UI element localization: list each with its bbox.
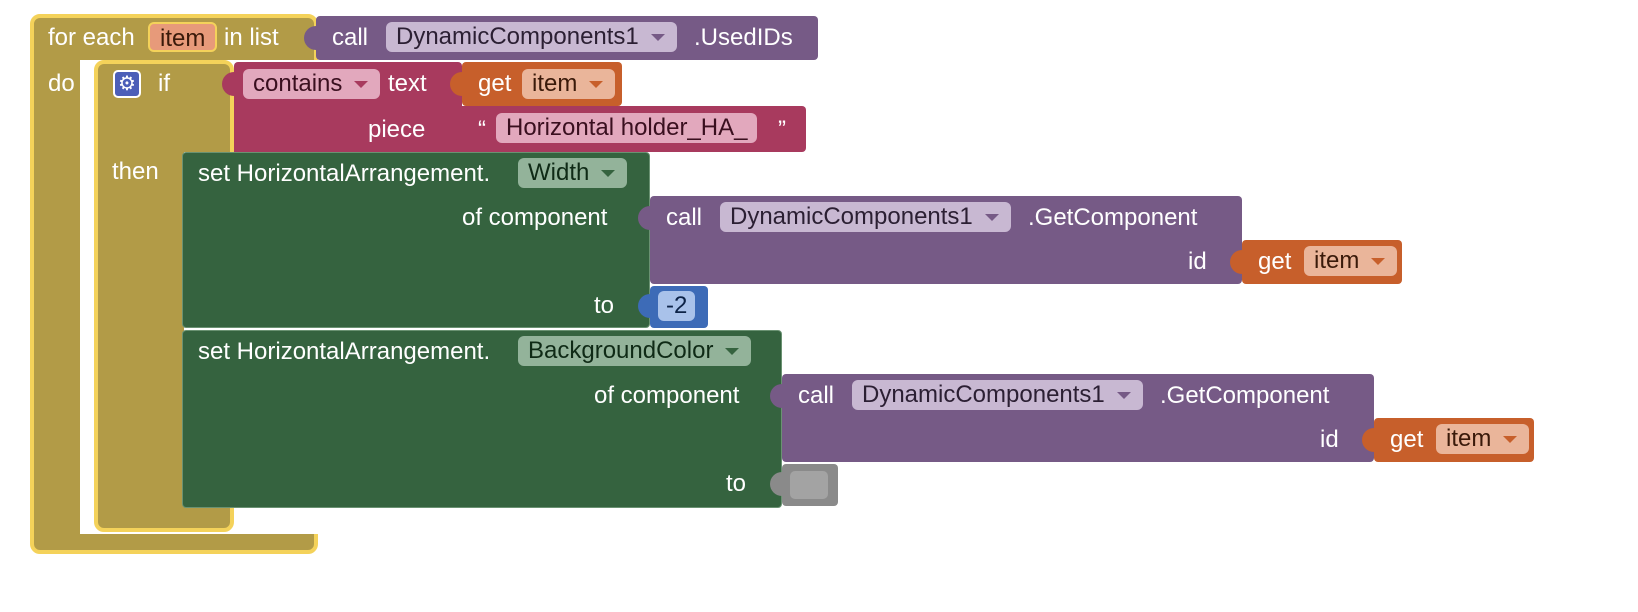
text-label: text xyxy=(388,70,427,97)
id-label-1: id xyxy=(1188,248,1207,275)
width-property-dropdown[interactable]: Width xyxy=(518,158,628,188)
for-each-variable-field[interactable]: item xyxy=(148,22,218,52)
close-quote: ” xyxy=(778,116,786,143)
chevron-down-icon xyxy=(725,348,740,355)
contains-mode-text: contains xyxy=(253,70,343,97)
piece-label: piece xyxy=(368,116,426,143)
get-item-id-connector-2 xyxy=(1362,428,1374,452)
chevron-down-icon xyxy=(650,34,665,41)
get-item-id-dropdown-2[interactable]: item xyxy=(1436,424,1530,454)
get-component-connector-2 xyxy=(770,384,782,408)
to-label-1: to xyxy=(594,292,615,319)
gear-icon[interactable]: ⚙ xyxy=(113,70,141,98)
get-label: get xyxy=(478,70,512,97)
get-item-id-text-1: item xyxy=(1314,247,1360,274)
get-item-id-text-2: item xyxy=(1446,425,1492,452)
contains-mode-dropdown[interactable]: contains xyxy=(243,69,381,99)
chevron-down-icon xyxy=(1371,258,1386,265)
call-label-1: call xyxy=(666,204,703,231)
component-dropdown-2[interactable]: DynamicComponents1 xyxy=(852,380,1143,410)
get-component-method-1: .GetComponent xyxy=(1028,204,1198,231)
number-connector xyxy=(638,294,650,318)
chevron-down-icon xyxy=(984,214,999,221)
of-component-label-2: of component xyxy=(594,382,740,409)
background-color-property-dropdown[interactable]: BackgroundColor xyxy=(518,336,752,366)
if-label: if xyxy=(158,70,170,97)
piece-text-field[interactable]: Horizontal holder_HA_ xyxy=(496,113,758,143)
get-item-connector xyxy=(450,72,462,96)
used-ids-call-label: call xyxy=(332,24,369,51)
open-quote: “ xyxy=(478,116,486,143)
empty-socket-connector xyxy=(770,472,782,496)
id-label-2: id xyxy=(1320,426,1339,453)
get-item-dropdown[interactable]: item xyxy=(522,69,616,99)
component-text-2: DynamicComponents1 xyxy=(862,381,1105,408)
in-list-label: in list xyxy=(224,24,279,51)
used-ids-component-dropdown[interactable]: DynamicComponents1 xyxy=(386,22,677,52)
for-each-label: for each xyxy=(48,24,135,51)
used-ids-component-text: DynamicComponents1 xyxy=(396,23,639,50)
set-width-label: set HorizontalArrangement. xyxy=(198,160,491,187)
component-dropdown-1[interactable]: DynamicComponents1 xyxy=(720,202,1011,232)
contains-connector xyxy=(222,72,234,96)
component-text-1: DynamicComponents1 xyxy=(730,203,973,230)
get-item-text: item xyxy=(532,70,578,97)
used-ids-method-label: .UsedIDs xyxy=(694,24,793,51)
used-ids-connector xyxy=(304,26,316,50)
do-label: do xyxy=(48,70,75,97)
background-color-property-text: BackgroundColor xyxy=(528,337,714,364)
chevron-down-icon xyxy=(1116,392,1131,399)
get-component-connector-1 xyxy=(638,206,650,230)
chevron-down-icon xyxy=(589,81,604,88)
empty-socket-field xyxy=(790,471,828,499)
width-property-text: Width xyxy=(528,159,590,186)
number-value-field[interactable]: -2 xyxy=(658,291,696,321)
get-label-id-2: get xyxy=(1390,426,1424,453)
get-component-method-2: .GetComponent xyxy=(1160,382,1330,409)
then-label: then xyxy=(112,158,159,185)
to-label-2: to xyxy=(726,470,747,497)
chevron-down-icon xyxy=(601,170,616,177)
get-item-id-dropdown-1[interactable]: item xyxy=(1304,246,1398,276)
chevron-down-icon xyxy=(354,81,369,88)
set-background-color-label: set HorizontalArrangement. xyxy=(198,338,491,365)
call-label-2: call xyxy=(798,382,835,409)
of-component-label-1: of component xyxy=(462,204,608,231)
get-label-id-1: get xyxy=(1258,248,1292,275)
string-connector xyxy=(450,117,462,141)
chevron-down-icon xyxy=(1503,436,1518,443)
get-item-id-connector-1 xyxy=(1230,250,1242,274)
